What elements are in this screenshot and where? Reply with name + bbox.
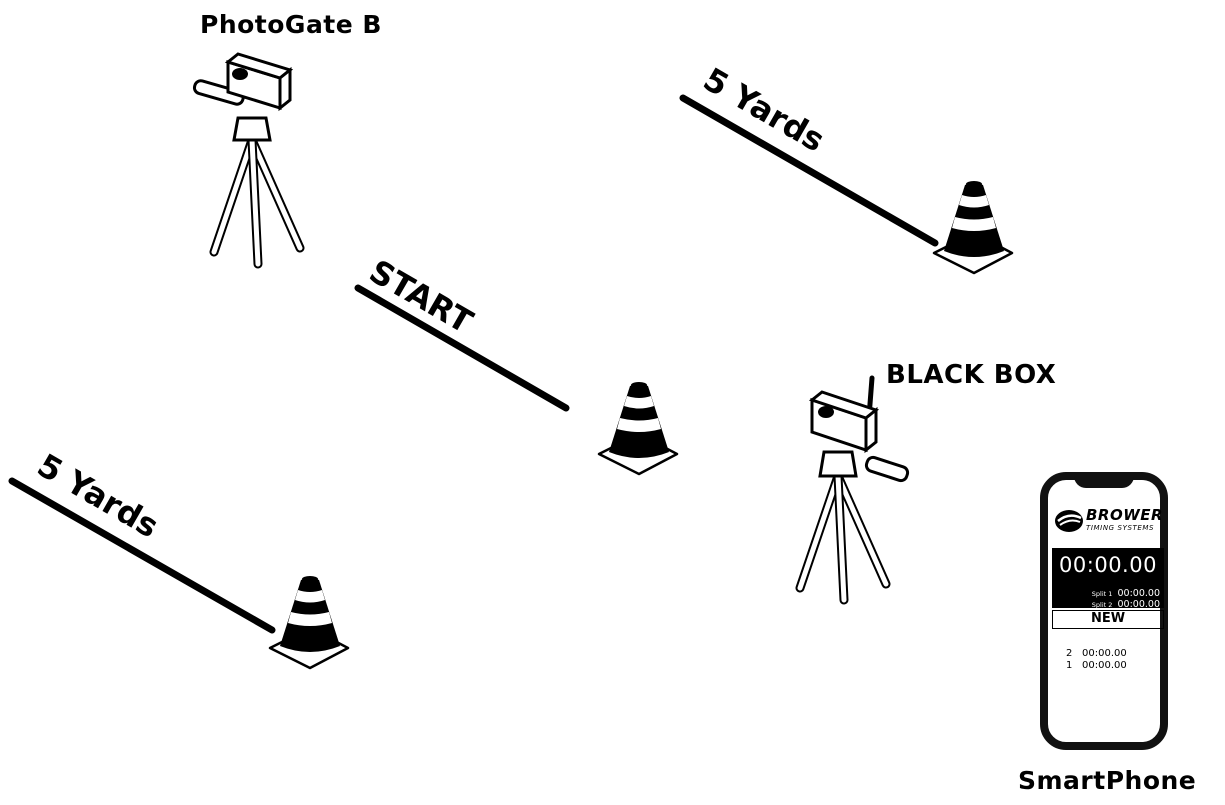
history-row: 2 00:00.00 bbox=[1066, 648, 1127, 659]
five-yards-top-line bbox=[679, 94, 939, 247]
history-index: 2 bbox=[1066, 648, 1073, 659]
photogate-b-tripod bbox=[192, 52, 300, 264]
black-box-label: BLACK BOX bbox=[886, 360, 1057, 390]
split-label: Split 2 bbox=[1091, 601, 1113, 609]
phone-notch bbox=[1074, 472, 1134, 488]
phone-brand-sub: TIMING SYSTEMS bbox=[1086, 524, 1155, 532]
black-box-tripod bbox=[800, 375, 910, 600]
split-value: 00:00.00 bbox=[1117, 599, 1161, 610]
smartphone: BROWER TIMING SYSTEMS 00:00.00 Split 1 0… bbox=[1040, 472, 1168, 750]
history-time: 00:00.00 bbox=[1082, 648, 1127, 659]
split-value: 00:00.00 bbox=[1117, 588, 1161, 599]
timer-main-value: 00:00.00 bbox=[1059, 553, 1157, 577]
new-button[interactable]: NEW bbox=[1052, 610, 1164, 629]
timer-display: 00:00.00 Split 1 00:00.00 Split 2 00:00.… bbox=[1052, 548, 1164, 611]
history-index: 1 bbox=[1066, 660, 1073, 671]
photogate-b-label: PhotoGate B bbox=[200, 10, 382, 39]
cone-top-right bbox=[932, 179, 1014, 275]
start-line bbox=[354, 284, 570, 412]
split-1-row: Split 1 00:00.00 bbox=[1092, 581, 1160, 600]
split-2-row: Split 2 00:00.00 bbox=[1092, 592, 1160, 611]
history-time: 00:00.00 bbox=[1082, 660, 1127, 671]
phone-brand-name: BROWER bbox=[1086, 506, 1164, 524]
phone-brand-logo: BROWER TIMING SYSTEMS bbox=[1054, 504, 1163, 538]
brower-logo-icon bbox=[1055, 510, 1083, 532]
cone-bottom-left bbox=[268, 574, 350, 670]
cone-start bbox=[597, 380, 679, 476]
history-row: 1 00:00.00 bbox=[1066, 660, 1127, 671]
split-label: Split 1 bbox=[1091, 590, 1113, 598]
smartphone-label: SmartPhone bbox=[1018, 766, 1197, 795]
five-yards-left-line bbox=[8, 477, 276, 634]
